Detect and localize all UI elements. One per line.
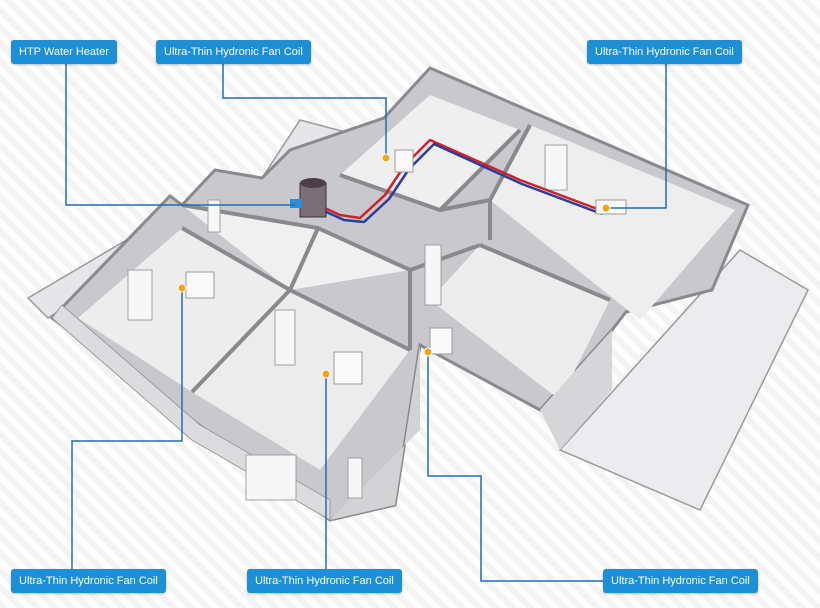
house-body bbox=[26, 66, 809, 522]
fan-coil-icon bbox=[333, 351, 363, 385]
windows bbox=[127, 144, 568, 501]
floor-left-room bbox=[78, 228, 290, 392]
fan-coil-icon bbox=[394, 149, 414, 173]
leader-fan-coil-3 bbox=[71, 288, 183, 570]
leader-lines bbox=[65, 63, 667, 582]
markers bbox=[177, 153, 611, 379]
front-wall-right bbox=[330, 345, 420, 520]
label-fan-coil-top-middle: Ultra-Thin Hydronic Fan Coil bbox=[156, 40, 311, 64]
leader-water-heater bbox=[65, 63, 295, 206]
leader-fan-coil-1 bbox=[222, 63, 387, 158]
interior-walls bbox=[181, 124, 611, 394]
leader-fan-coil-5 bbox=[427, 352, 603, 582]
label-fan-coil-bottom-right: Ultra-Thin Hydronic Fan Coil bbox=[603, 569, 758, 593]
fan-coil-icon bbox=[595, 199, 627, 215]
fan-coil-icon bbox=[185, 271, 215, 299]
fan-coil-icon bbox=[429, 327, 453, 355]
water-heater-icon bbox=[290, 178, 327, 218]
window-3 bbox=[347, 457, 363, 499]
label-fan-coil-bottom-left: Ultra-Thin Hydronic Fan Coil bbox=[11, 569, 166, 593]
marker-dot-icon bbox=[601, 203, 611, 213]
piping bbox=[317, 138, 603, 224]
hot-pipe bbox=[317, 138, 601, 220]
floor-lower-right-room bbox=[430, 245, 610, 400]
label-fan-coil-bottom-middle: Ultra-Thin Hydronic Fan Coil bbox=[247, 569, 402, 593]
window-7 bbox=[207, 199, 221, 233]
floor-center bbox=[182, 205, 410, 290]
right-wall bbox=[540, 330, 612, 450]
window-4 bbox=[544, 144, 568, 191]
label-water-heater: HTP Water Heater bbox=[11, 40, 117, 64]
marker-dot-icon bbox=[423, 347, 433, 357]
label-fan-coil-top-right: Ultra-Thin Hydronic Fan Coil bbox=[587, 40, 742, 64]
fan-coils bbox=[185, 149, 627, 385]
window-5 bbox=[424, 244, 442, 306]
marker-dot-icon bbox=[381, 153, 391, 163]
floor-top-room bbox=[340, 95, 520, 210]
floor-bottom-room bbox=[192, 290, 410, 470]
window-1 bbox=[127, 269, 153, 321]
cold-pipe bbox=[321, 142, 603, 224]
window-6 bbox=[274, 309, 296, 366]
leader-fan-coil-2 bbox=[606, 63, 667, 209]
marker-dot-icon bbox=[321, 369, 331, 379]
window-2 bbox=[245, 454, 297, 501]
right-terrace bbox=[558, 249, 809, 511]
marker-dot-icon bbox=[177, 283, 187, 293]
